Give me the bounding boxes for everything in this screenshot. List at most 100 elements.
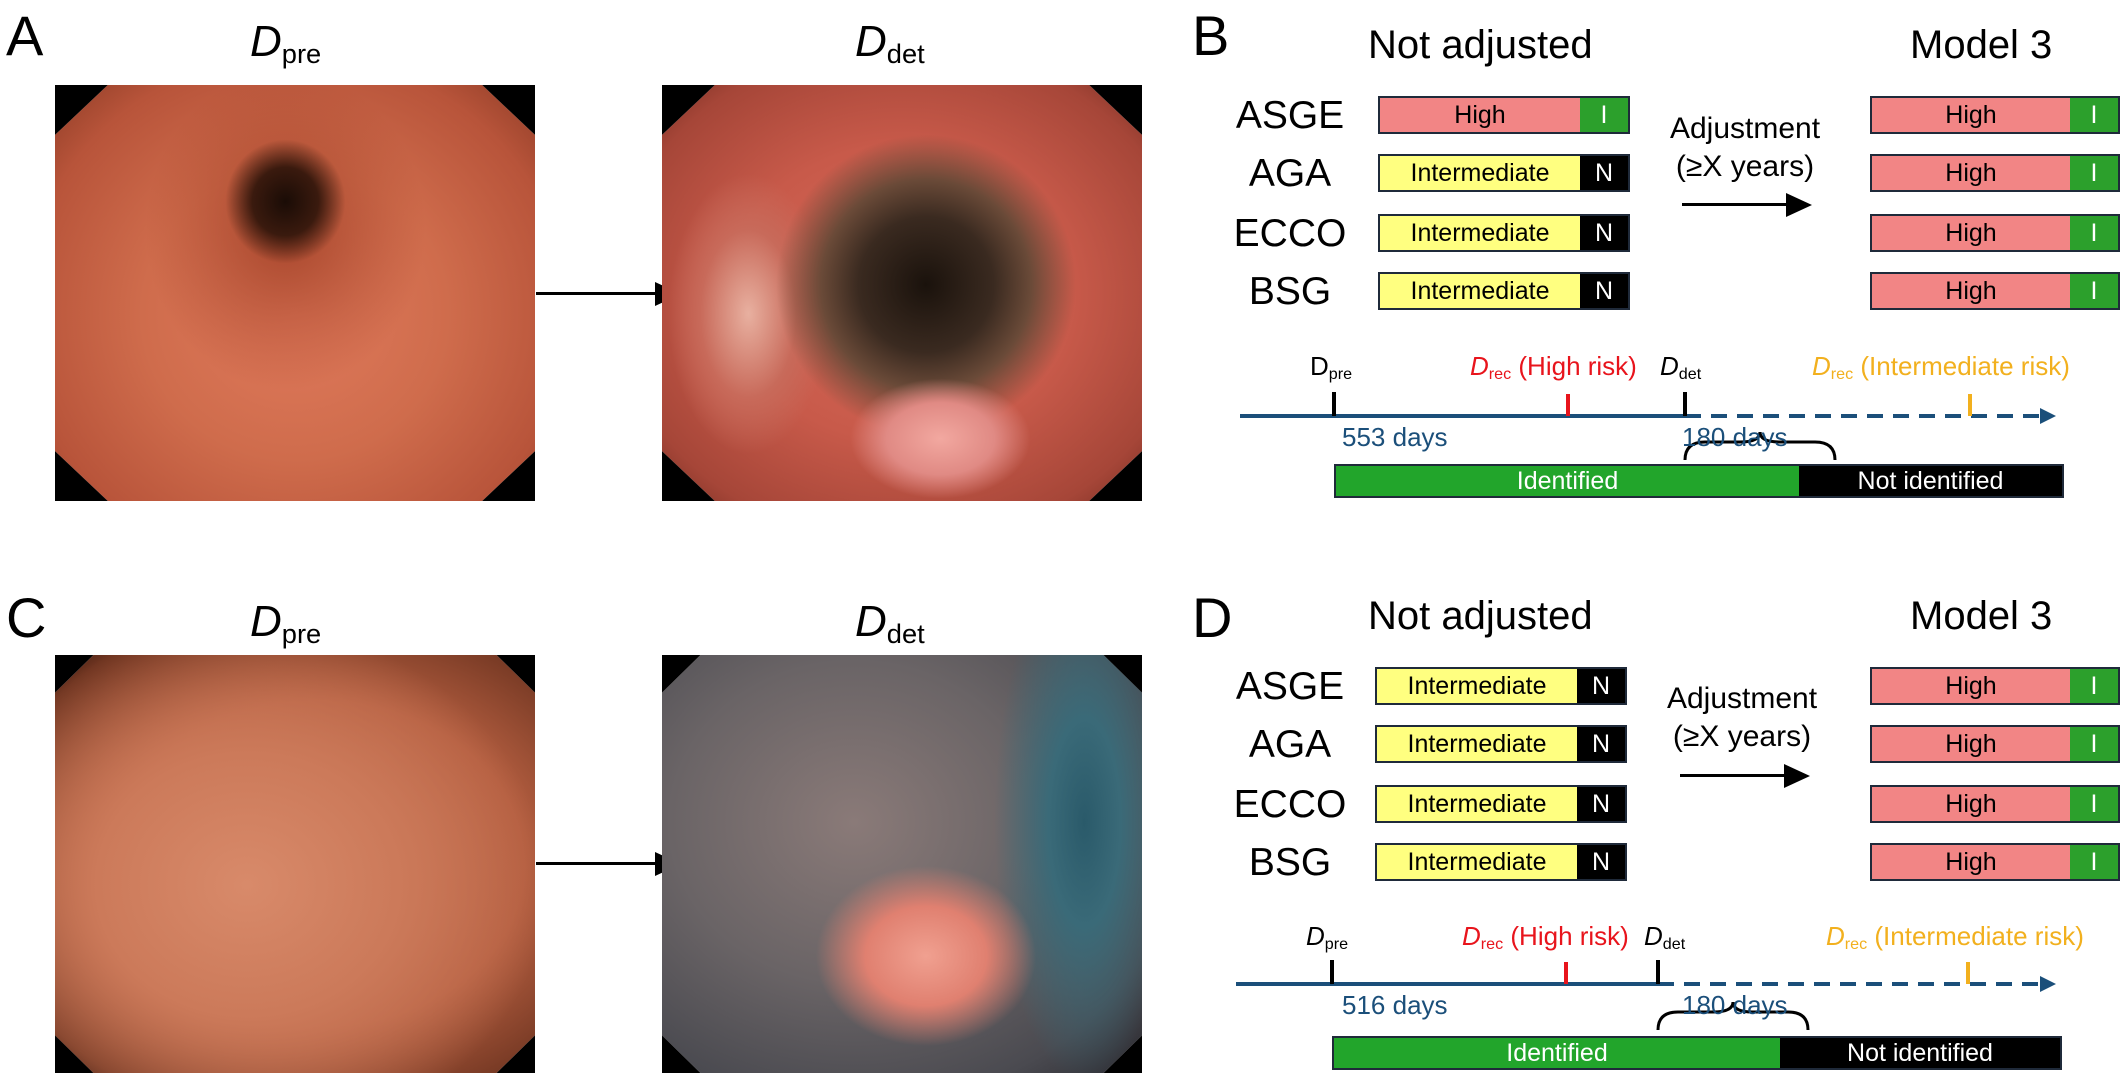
tag-label: N bbox=[1577, 727, 1625, 761]
panel-b-guideline-label: BSG bbox=[1248, 270, 1332, 313]
adjustment-line1: Adjustment bbox=[1669, 112, 1821, 145]
panel-d-after-bar: High I bbox=[1870, 843, 2120, 881]
brace-180 bbox=[1683, 431, 1837, 460]
panel-d-after-bar: High I bbox=[1870, 785, 2120, 823]
endoscopy-image-c-pre bbox=[55, 655, 535, 1073]
tag-label: N bbox=[1580, 274, 1628, 308]
tag-label: I bbox=[2070, 787, 2118, 821]
panel-b-adjust-arrow-line bbox=[1682, 203, 1790, 206]
tag-label: N bbox=[1577, 669, 1625, 703]
adjustment-line1: Adjustment bbox=[1666, 682, 1818, 715]
panel-d-guideline-label: ASGE bbox=[1235, 665, 1345, 708]
risk-label: High bbox=[1380, 98, 1580, 132]
panel-d-dpre-label: Dpre bbox=[1306, 921, 1349, 954]
panel-letter-d: D bbox=[1192, 586, 1233, 649]
panel-d-guideline-label: ECCO bbox=[1233, 783, 1347, 826]
tag-label: I bbox=[2070, 98, 2118, 132]
tag-label: N bbox=[1577, 845, 1625, 879]
panel-b-before-bar: Intermediate N bbox=[1378, 272, 1630, 310]
panel-b-guideline-label: ECCO bbox=[1233, 212, 1347, 255]
risk-label: Intermediate bbox=[1380, 156, 1580, 190]
panel-b-after-bar: High I bbox=[1870, 96, 2120, 134]
panel-b-timeline bbox=[1240, 392, 2056, 460]
panel-b-guideline-label: AGA bbox=[1248, 152, 1332, 195]
panel-d-before-bar: Intermediate N bbox=[1375, 785, 1627, 823]
panel-d-days-before: 516 days bbox=[1342, 990, 1448, 1020]
identified-segment: Identified bbox=[1334, 1038, 1780, 1068]
panel-b-after-bar: High I bbox=[1870, 272, 2120, 310]
panel-d-after-bar: High I bbox=[1870, 725, 2120, 763]
arrow-c-line bbox=[536, 862, 658, 865]
tag-label: N bbox=[1577, 787, 1625, 821]
identified-segment: Identified bbox=[1336, 466, 1799, 496]
not-identified-segment: Not identified bbox=[1780, 1038, 2060, 1068]
panel-b-dpre-label: Dpre bbox=[1310, 351, 1353, 384]
risk-label: High bbox=[1872, 98, 2070, 132]
panel-b-drec-int-label: Drec (Intermediate risk) bbox=[1812, 351, 2070, 384]
risk-label: Intermediate bbox=[1380, 274, 1580, 308]
tag-label: I bbox=[2070, 156, 2118, 190]
panel-d-drec-int-label: Drec (Intermediate risk) bbox=[1826, 921, 2084, 954]
panel-d-ddet-label: Ddet bbox=[1644, 921, 1686, 954]
panel-d-drec-high-label: Drec (High risk) bbox=[1462, 921, 1629, 954]
tag-label: I bbox=[2070, 274, 2118, 308]
panel-b-days-after: 180 days bbox=[1682, 422, 1788, 452]
panel-d-guideline-label: BSG bbox=[1248, 841, 1332, 884]
panel-d-before-bar: Intermediate N bbox=[1375, 725, 1627, 763]
panel-b-before-bar: Intermediate N bbox=[1378, 214, 1630, 252]
risk-label: High bbox=[1872, 845, 2070, 879]
panel-letter-b: B bbox=[1192, 4, 1230, 67]
panel-d-adjustment-text: Adjustment (≥X years) bbox=[1642, 680, 1842, 756]
tag-label: I bbox=[2070, 727, 2118, 761]
panel-d-before-bar: Intermediate N bbox=[1375, 843, 1627, 881]
adjustment-line2: (≥X years) bbox=[1675, 150, 1815, 183]
panel-a-det-title: Ddet bbox=[855, 17, 925, 69]
panel-b-header-model3: Model 3 bbox=[1910, 23, 2053, 67]
panel-b-after-bar: High I bbox=[1870, 214, 2120, 252]
panel-d-adjust-arrow-line bbox=[1680, 774, 1788, 777]
panel-d-timeline bbox=[1236, 960, 2056, 1030]
panel-d-before-bar: Intermediate N bbox=[1375, 667, 1627, 705]
panel-b-after-bar: High I bbox=[1870, 154, 2120, 192]
panel-d-header-model3: Model 3 bbox=[1910, 594, 2053, 638]
tag-label: I bbox=[2070, 216, 2118, 250]
risk-label: High bbox=[1872, 727, 2070, 761]
panel-b-before-bar: Intermediate N bbox=[1378, 154, 1630, 192]
tag-label: N bbox=[1580, 216, 1628, 250]
panel-c-det-title: Ddet bbox=[855, 597, 925, 649]
risk-label: High bbox=[1872, 274, 2070, 308]
risk-label: Intermediate bbox=[1377, 669, 1577, 703]
panel-d-days-after: 180 days bbox=[1682, 990, 1788, 1020]
panel-b-before-bar: High I bbox=[1378, 96, 1630, 134]
panel-d-header-not-adjusted: Not adjusted bbox=[1368, 594, 1593, 638]
panel-b-guideline-label: ASGE bbox=[1235, 94, 1345, 137]
panel-c-pre-title: Dpre bbox=[250, 597, 322, 649]
risk-label: Intermediate bbox=[1377, 845, 1577, 879]
risk-label: High bbox=[1872, 216, 2070, 250]
tag-label: I bbox=[2070, 845, 2118, 879]
panel-b-days-before: 553 days bbox=[1342, 422, 1448, 452]
timeline-arrowhead bbox=[2040, 408, 2056, 424]
panel-a-pre-title: Dpre bbox=[250, 17, 322, 69]
timeline-arrowhead bbox=[2040, 976, 2056, 992]
panel-letter-c: C bbox=[6, 586, 47, 649]
panel-d-adjust-arrow-head bbox=[1784, 764, 1810, 788]
tag-label: N bbox=[1580, 156, 1628, 190]
risk-label: High bbox=[1872, 787, 2070, 821]
risk-label: Intermediate bbox=[1377, 787, 1577, 821]
risk-label: Intermediate bbox=[1380, 216, 1580, 250]
panel-d-after-bar: High I bbox=[1870, 667, 2120, 705]
not-identified-segment: Not identified bbox=[1799, 466, 2062, 496]
adjustment-line2: (≥X years) bbox=[1672, 720, 1812, 753]
risk-label: High bbox=[1872, 156, 2070, 190]
tag-label: I bbox=[2070, 669, 2118, 703]
panel-letter-a: A bbox=[6, 4, 44, 67]
panel-b-identification-bar: Identified Not identified bbox=[1334, 464, 2064, 498]
panel-b-adjustment-text: Adjustment (≥X years) bbox=[1645, 110, 1845, 186]
endoscopy-image-a-det bbox=[662, 85, 1142, 501]
endoscopy-image-a-pre bbox=[55, 85, 535, 501]
risk-label: High bbox=[1872, 669, 2070, 703]
panel-b-ddet-label: Ddet bbox=[1660, 351, 1702, 384]
panel-d-identification-bar: Identified Not identified bbox=[1332, 1036, 2062, 1070]
arrow-a-line bbox=[536, 292, 658, 295]
